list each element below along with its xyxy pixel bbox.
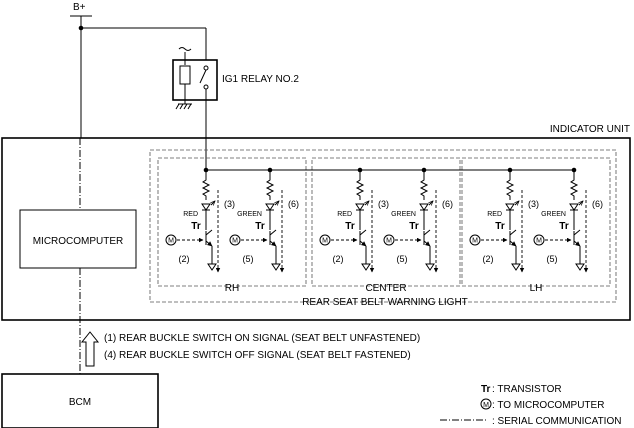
legend-tr-text: : TRANSISTOR [492, 384, 562, 395]
indicator-unit-label: INDICATOR UNIT [550, 124, 630, 135]
microcomputer-m-icon-letter: M [386, 238, 392, 245]
legend-tr-key: Tr [481, 384, 491, 395]
red-led-icon [201, 203, 211, 211]
b-plus-label: B+ [73, 2, 86, 13]
microcomputer-m-icon [229, 234, 241, 246]
signal-line-2: (4) REAR BUCKLE SWITCH OFF SIGNAL (SEAT … [104, 350, 411, 361]
indicator-unit-box [1, 137, 631, 321]
legend-sc-text: : SERIAL COMMUNICATION [492, 416, 621, 427]
relay-box [172, 59, 218, 101]
signal-line-1: (1) REAR BUCKLE SWITCH ON SIGNAL (SEAT B… [104, 333, 420, 344]
microcomputer-m-icon-letter: M [536, 238, 542, 245]
microcomputer-m-icon [383, 234, 395, 246]
signal-up-arrow-icon [80, 331, 100, 367]
signal-label: (6) [288, 199, 299, 209]
ground-icon [361, 263, 371, 271]
warning-light-label: REAR SEAT BELT WARNING LIGHT [302, 297, 468, 308]
red-label: RED [183, 211, 198, 218]
microcomputer-m-icon [480, 398, 492, 410]
green-led-icon [419, 203, 429, 211]
tr-label: Tr [255, 221, 265, 232]
microcomputer-label: MICROCOMPUTER [33, 236, 124, 247]
microcomputer-m-icon [469, 234, 481, 246]
tr-label: Tr [345, 221, 355, 232]
microcomputer-m-icon-letter: M [322, 238, 328, 245]
red-label: RED [337, 211, 352, 218]
resistor-icon [201, 176, 211, 200]
fuse-symbol-icon [178, 47, 192, 51]
microcomputer-m-icon-letter: M [168, 238, 174, 245]
bcm-label: BCM [69, 397, 91, 408]
section-box [461, 157, 611, 287]
signal-label: (5) [243, 254, 254, 264]
tr-label: Tr [191, 221, 201, 232]
resistor-icon [419, 176, 429, 200]
red-led-icon [505, 203, 515, 211]
tr-label: Tr [409, 221, 419, 232]
signal-label: (2) [483, 254, 494, 264]
relay-label: IG1 RELAY NO.2 [222, 74, 299, 85]
relay-switch-icon [199, 69, 207, 84]
signal-label: (6) [592, 199, 603, 209]
green-led-icon [569, 203, 579, 211]
legend-m-key: M [483, 402, 489, 409]
microcomputer-m-icon-letter: M [232, 238, 238, 245]
signal-label: (5) [397, 254, 408, 264]
warning-light-sections: RHREDTrM(2)(3)GREENTrM(5)(6)CENTERREDTrM… [157, 157, 611, 294]
signal-label: (3) [224, 199, 235, 209]
green-label: GREEN [237, 211, 262, 218]
bcm-box [1, 373, 159, 428]
resistor-icon [569, 176, 579, 200]
green-label: GREEN [391, 211, 416, 218]
legend: Tr : TRANSISTOR M : TO MICROCOMPUTER : S… [440, 384, 621, 427]
microcomputer-box [19, 209, 137, 269]
section-label: LH [530, 283, 543, 294]
tr-label: Tr [559, 221, 569, 232]
microcomputer-m-icon-letter: M [472, 238, 478, 245]
tr-label: Tr [495, 221, 505, 232]
red-led-icon [355, 203, 365, 211]
section-box [311, 157, 461, 287]
green-label: GREEN [541, 211, 566, 218]
microcomputer-m-icon [165, 234, 177, 246]
signal-label: (3) [378, 199, 389, 209]
ground-icon [511, 263, 521, 271]
section-label: RH [225, 283, 239, 294]
red-label: RED [487, 211, 502, 218]
signal-label: (5) [547, 254, 558, 264]
ground-icon [575, 263, 585, 271]
signal-label: (3) [528, 199, 539, 209]
resistor-icon [265, 176, 275, 200]
signal-label: (2) [179, 254, 190, 264]
resistor-icon [505, 176, 515, 200]
signal-label: (2) [333, 254, 344, 264]
ground-icon [271, 263, 281, 271]
ground-icon [207, 263, 217, 271]
microcomputer-m-icon [319, 234, 331, 246]
section-box [157, 157, 307, 287]
resistor-icon [355, 176, 365, 200]
section-label: CENTER [365, 283, 406, 294]
signal-label: (6) [442, 199, 453, 209]
ground-icon [425, 263, 435, 271]
warning-light-frame [149, 149, 617, 303]
legend-m-text: : TO MICROCOMPUTER [492, 400, 604, 411]
relay-coil-icon [179, 65, 191, 85]
green-led-icon [265, 203, 275, 211]
microcomputer-m-icon [533, 234, 545, 246]
ig1-relay [172, 47, 218, 110]
